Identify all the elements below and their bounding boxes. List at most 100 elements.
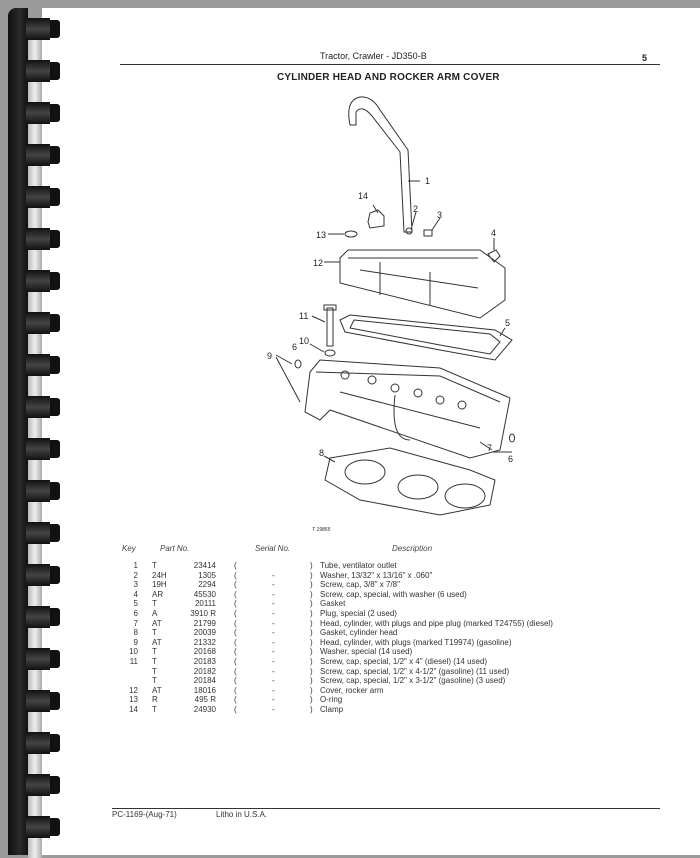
serial-no: - xyxy=(272,589,275,599)
paren-close: ) xyxy=(310,685,313,695)
part-prefix: T xyxy=(152,561,157,570)
washer xyxy=(405,227,413,235)
paren-open: ( xyxy=(234,609,237,618)
paren-close: ) xyxy=(310,580,313,590)
binding-ring xyxy=(26,690,62,712)
col-description: Description xyxy=(392,544,433,553)
part-number: 3910 R xyxy=(190,609,216,618)
binding-hole xyxy=(28,502,42,522)
part-prefix: AT xyxy=(152,618,162,628)
paren-close: ) xyxy=(310,561,313,570)
binding-ring xyxy=(26,732,62,754)
plug-6 xyxy=(294,359,302,369)
binding-ring xyxy=(26,438,62,460)
running-title: Tractor, Crawler - JD350-B xyxy=(320,51,427,61)
description: Tube, ventilator outlet xyxy=(320,561,397,570)
part-prefix: AT xyxy=(152,637,162,647)
paren-open: ( xyxy=(234,570,237,580)
part-prefix: AT xyxy=(152,685,162,695)
serial-no: - xyxy=(272,599,275,609)
paren-open: ( xyxy=(234,599,237,609)
manual-page xyxy=(42,8,700,855)
binding-ring xyxy=(26,564,62,586)
part-number: 45530 xyxy=(193,589,216,599)
ventilator-tube xyxy=(348,96,413,233)
paren-close: ) xyxy=(310,695,313,705)
paren-open: ( xyxy=(234,705,237,714)
key: 8 xyxy=(133,628,138,638)
header-rule xyxy=(120,64,660,65)
binding-hole xyxy=(28,40,42,60)
paren-open: ( xyxy=(234,685,237,695)
binding-hole xyxy=(28,250,42,270)
key: 10 xyxy=(129,647,138,657)
part-number: 24930 xyxy=(193,705,216,714)
description: Head, cylinder, with plugs and pipe plug… xyxy=(320,618,553,628)
plug-6b xyxy=(509,433,515,443)
key: 14 xyxy=(129,705,138,714)
description: Screw, cap, special, 1/2" x 4-1/2" (gaso… xyxy=(320,666,510,676)
paren-close: ) xyxy=(310,609,313,618)
binding-ring xyxy=(26,186,62,208)
figure-code: T 19855 xyxy=(312,527,331,533)
paren-close: ) xyxy=(310,618,313,628)
page-number: 5 xyxy=(642,53,648,63)
callout-14: 14 xyxy=(358,191,368,201)
description: Screw, cap, special, 1/2" x 3-1/2" (gaso… xyxy=(320,676,506,686)
binding-ring xyxy=(26,816,62,838)
part-prefix: A xyxy=(152,609,158,618)
binding-hole xyxy=(28,754,42,774)
paren-close: ) xyxy=(310,589,313,599)
serial-no: - xyxy=(272,647,275,657)
binding-hole xyxy=(28,544,42,564)
paren-close: ) xyxy=(310,628,313,638)
binding-hole xyxy=(28,166,42,186)
key: 12 xyxy=(129,685,138,695)
cap-screw-long xyxy=(323,304,337,347)
binding-ring xyxy=(26,354,62,376)
footer-rule xyxy=(112,808,660,809)
paren-open: ( xyxy=(234,647,237,657)
clamp xyxy=(367,209,385,229)
part-number: 20184 xyxy=(193,676,216,686)
part-prefix: T xyxy=(152,676,157,686)
paren-close: ) xyxy=(310,705,313,714)
special-washer xyxy=(324,349,336,357)
callout-12: 12 xyxy=(313,258,323,268)
part-prefix: 19H xyxy=(152,580,167,590)
cover-gasket xyxy=(339,314,513,361)
cap-screw xyxy=(423,229,433,237)
description: Screw, cap, 3/8" x 7/8" xyxy=(320,580,400,590)
paren-open: ( xyxy=(234,637,237,647)
callout-10: 10 xyxy=(299,336,309,346)
part-number: 20182 xyxy=(193,666,216,676)
key: 13 xyxy=(129,695,138,705)
footer-code: PC-1169-(Aug-71) xyxy=(112,810,177,819)
callout-6-upper: 6 xyxy=(292,342,297,352)
callout-11: 11 xyxy=(299,311,308,321)
serial-no: - xyxy=(272,657,275,666)
section-title: CYLINDER HEAD AND ROCKER ARM COVER xyxy=(277,72,500,83)
col-part-no: Part No. xyxy=(160,544,190,553)
description: Washer, special (14 used) xyxy=(320,647,413,657)
description: O-ring xyxy=(320,695,343,705)
binding-hole xyxy=(28,82,42,102)
part-prefix: T xyxy=(152,705,157,714)
serial-no: - xyxy=(272,685,275,695)
key: 2 xyxy=(133,570,138,580)
binding-ring xyxy=(26,18,62,40)
callout-leaders xyxy=(275,180,512,463)
paren-open: ( xyxy=(234,580,237,590)
part-prefix: T xyxy=(152,628,157,638)
description: Cover, rocker arm xyxy=(320,685,384,695)
binding-hole xyxy=(28,586,42,606)
